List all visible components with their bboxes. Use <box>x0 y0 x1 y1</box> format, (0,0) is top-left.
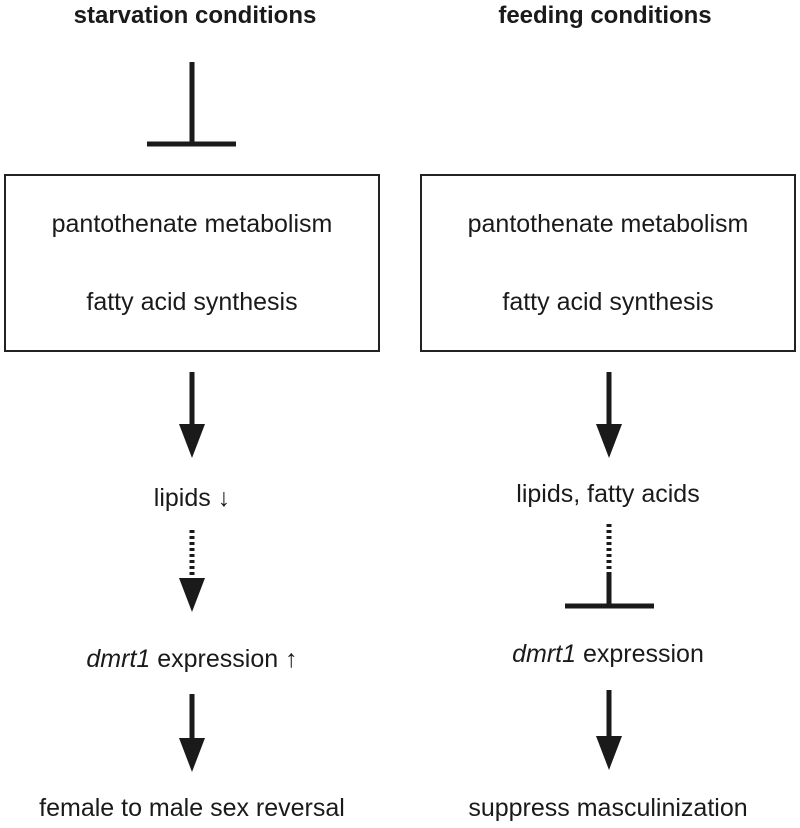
starvation-metabolism-box: pantothenate metabolism fatty acid synth… <box>4 174 380 352</box>
expression-text: expression <box>150 645 279 673</box>
decrease-arrow-icon: ↓ <box>217 484 231 512</box>
starvation-arrow-dmrt1-to-outcome <box>179 694 205 772</box>
starvation-arrow-box-to-lipids <box>179 372 205 458</box>
feeding-metabolism-box: pantothenate metabolism fatty acid synth… <box>420 174 796 352</box>
feeding-dotted-inhibition-symbol <box>565 524 654 609</box>
lipids-text: lipids <box>153 484 211 512</box>
gene-name: dmrt1 <box>86 645 151 673</box>
starvation-dmrt1-expression-label: dmrt1 expression ↑ <box>0 643 384 675</box>
starvation-heading: starvation conditions <box>73 2 317 29</box>
feeding-outcome-label: suppress masculinization <box>468 794 748 822</box>
gene-name: dmrt1 <box>512 640 577 668</box>
expression-text: expression <box>576 640 704 668</box>
feeding-arrow-box-to-lipids <box>596 372 622 458</box>
increase-arrow-icon: ↑ <box>285 645 298 673</box>
feeding-arrow-dmrt1-to-outcome <box>596 690 622 770</box>
starvation-inhibition-symbol <box>147 62 236 147</box>
box-line-fatty-acid-synthesis: fatty acid synthesis <box>502 288 714 316</box>
starvation-dotted-arrow-lipids-to-dmrt1 <box>179 530 205 612</box>
box-line-fatty-acid-synthesis: fatty acid synthesis <box>86 288 298 316</box>
starvation-outcome-label: female to male sex reversal <box>39 794 345 822</box>
feeding-lipids-label: lipids, fatty acids <box>516 480 700 508</box>
starvation-lipids-label: lipids ↓ <box>0 482 384 514</box>
feeding-heading: feeding conditions <box>498 2 712 29</box>
box-line-pantothenate: pantothenate metabolism <box>467 210 749 238</box>
feeding-dmrt1-expression-label: dmrt1 expression <box>410 638 800 670</box>
box-line-pantothenate: pantothenate metabolism <box>51 210 333 238</box>
